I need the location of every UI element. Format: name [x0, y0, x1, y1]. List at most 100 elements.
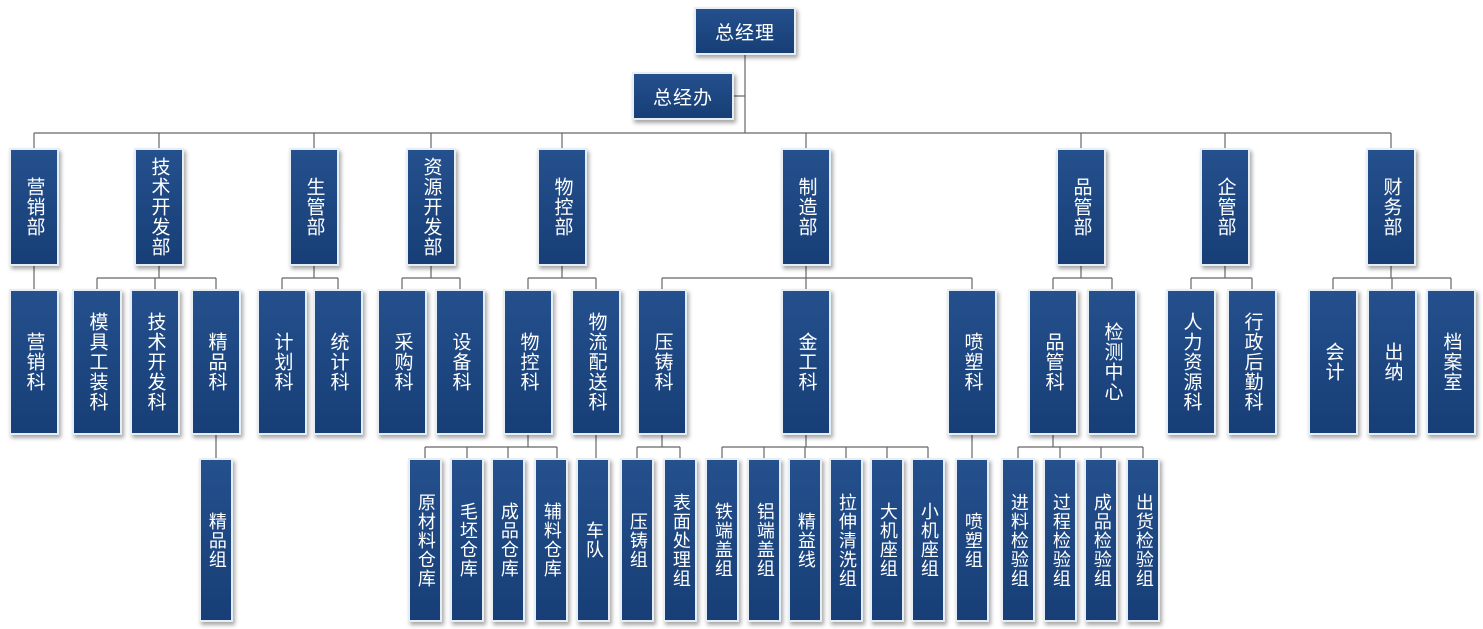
dept-label: 企管部 [1214, 177, 1237, 237]
dept-box: 制造部 [781, 148, 831, 266]
group-box: 成品检验组 [1084, 458, 1118, 622]
section-box: 行政后勤科 [1227, 289, 1277, 435]
dept-label: 营销部 [23, 177, 46, 237]
gm-office-box: 总经办 [632, 72, 734, 120]
group-label: 精品组 [205, 511, 227, 569]
group-label: 精益线 [794, 511, 816, 569]
section-box: 压铸科 [637, 289, 687, 435]
group-box: 辅料仓库 [534, 458, 568, 622]
section-label: 采购科 [391, 332, 414, 392]
section-box: 模具工装科 [72, 289, 122, 435]
dept-label: 制造部 [795, 177, 818, 237]
group-label: 成品检验组 [1090, 492, 1112, 588]
group-box: 毛坯仓库 [450, 458, 484, 622]
group-label: 喷塑组 [961, 511, 983, 569]
dept-box: 企管部 [1200, 148, 1250, 266]
section-label: 金工科 [795, 332, 818, 392]
section-box: 检测中心 [1087, 289, 1137, 435]
group-box: 压铸组 [620, 458, 654, 622]
group-box: 过程检验组 [1043, 458, 1077, 622]
dept-label: 技术开发部 [148, 157, 171, 257]
dept-box: 生管部 [289, 148, 339, 266]
section-label: 营销科 [23, 332, 46, 392]
dept-label: 品管部 [1070, 177, 1093, 237]
group-label: 压铸组 [626, 511, 648, 569]
section-box: 设备科 [435, 289, 485, 435]
general-manager-label: 总经理 [714, 21, 775, 44]
section-label: 技术开发科 [144, 312, 167, 412]
group-label: 毛坯仓库 [456, 502, 478, 578]
dept-box: 技术开发部 [134, 148, 184, 266]
group-label: 车队 [582, 521, 604, 559]
section-label: 人力资源科 [1180, 312, 1203, 412]
section-box: 计划科 [257, 289, 307, 435]
group-box: 表面处理组 [663, 458, 697, 622]
section-label: 会计 [1322, 342, 1345, 382]
group-label: 过程检验组 [1049, 492, 1071, 588]
section-label: 档案室 [1440, 332, 1463, 392]
dept-box: 营销部 [9, 148, 59, 266]
section-box: 精品科 [191, 289, 241, 435]
section-label: 出纳 [1381, 342, 1404, 382]
group-box: 铁端盖组 [705, 458, 739, 622]
section-label: 精品科 [205, 332, 228, 392]
gm-office-label: 总经办 [652, 86, 713, 109]
group-label: 出货检验组 [1132, 492, 1154, 588]
dept-box: 资源开发部 [406, 148, 456, 266]
group-box: 精品组 [199, 458, 233, 622]
section-box: 品管科 [1028, 289, 1078, 435]
group-label: 铁端盖组 [711, 502, 733, 578]
group-box: 进料检验组 [1001, 458, 1035, 622]
section-label: 压铸科 [651, 332, 674, 392]
dept-label: 财务部 [1380, 177, 1403, 237]
group-box: 出货检验组 [1126, 458, 1160, 622]
general-manager-box: 总经理 [694, 7, 796, 55]
group-label: 成品仓库 [497, 502, 519, 578]
section-box: 营销科 [9, 289, 59, 435]
group-box: 拉伸清洗组 [829, 458, 863, 622]
section-box: 人力资源科 [1166, 289, 1216, 435]
group-label: 铝端盖组 [753, 502, 775, 578]
section-box: 技术开发科 [130, 289, 180, 435]
group-box: 成品仓库 [491, 458, 525, 622]
group-label: 进料检验组 [1007, 492, 1029, 588]
group-label: 拉伸清洗组 [835, 492, 857, 588]
group-box: 大机座组 [870, 458, 904, 622]
section-label: 设备科 [449, 332, 472, 392]
section-label: 物控科 [517, 332, 540, 392]
section-label: 计划科 [271, 332, 294, 392]
section-box: 物流配送科 [571, 289, 621, 435]
group-label: 小机座组 [917, 502, 939, 578]
dept-label: 资源开发部 [420, 157, 443, 257]
dept-label: 生管部 [303, 177, 326, 237]
section-label: 行政后勤科 [1241, 312, 1264, 412]
dept-box: 物控部 [537, 148, 587, 266]
section-box: 统计科 [313, 289, 363, 435]
section-label: 物流配送科 [585, 312, 608, 412]
group-label: 大机座组 [876, 502, 898, 578]
dept-label: 物控部 [551, 177, 574, 237]
dept-box: 品管部 [1056, 148, 1106, 266]
group-box: 喷塑组 [955, 458, 989, 622]
section-box: 物控科 [503, 289, 553, 435]
group-box: 小机座组 [911, 458, 945, 622]
section-box: 会计 [1308, 289, 1358, 435]
section-box: 喷塑科 [947, 289, 997, 435]
group-box: 精益线 [788, 458, 822, 622]
group-box: 车队 [576, 458, 610, 622]
section-box: 金工科 [781, 289, 831, 435]
group-label: 表面处理组 [669, 492, 691, 588]
section-label: 检测中心 [1101, 322, 1124, 402]
group-label: 辅料仓库 [540, 502, 562, 578]
section-box: 采购科 [377, 289, 427, 435]
section-label: 统计科 [327, 332, 350, 392]
section-label: 喷塑科 [961, 332, 984, 392]
group-box: 铝端盖组 [747, 458, 781, 622]
section-box: 出纳 [1367, 289, 1417, 435]
section-box: 档案室 [1426, 289, 1476, 435]
group-label: 原材料仓库 [414, 492, 436, 588]
section-label: 模具工装科 [86, 312, 109, 412]
dept-box: 财务部 [1366, 148, 1416, 266]
section-label: 品管科 [1042, 332, 1065, 392]
